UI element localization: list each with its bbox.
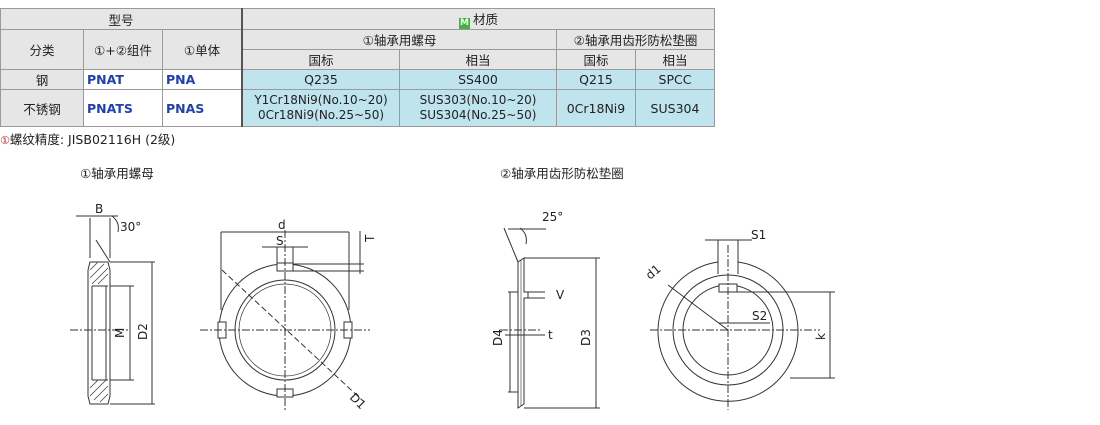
label-d1: d1: [643, 262, 664, 283]
thread-note: ①螺纹精度: JISB02116H (2级): [0, 129, 175, 148]
label-T: T: [363, 234, 377, 243]
nut-gb-stainless: Y1Cr18Ni9(No.10~20)0Cr18Ni9(No.25~50): [241, 89, 400, 127]
label-S1: S1: [751, 228, 766, 242]
nut-eq-stainless: SUS303(No.10~20)SUS304(No.25~50): [399, 89, 557, 127]
class-header: 分类: [0, 29, 84, 70]
label-S2: S2: [752, 309, 767, 323]
washer-eq-steel: SPCC: [635, 69, 715, 90]
washer-side-view: [500, 227, 600, 409]
label-D4: D4: [491, 329, 505, 346]
label-B: B: [95, 202, 103, 216]
caption-nut: ①轴承用螺母: [80, 166, 154, 181]
label-D3: D3: [579, 329, 593, 346]
nut-eq-header: 相当: [399, 49, 557, 70]
washer-header: ②轴承用齿形防松垫圈: [556, 29, 715, 50]
label-D2: D2: [136, 323, 150, 340]
single-header: ①单体: [162, 29, 243, 70]
label-angle25: 25°: [542, 210, 563, 224]
note-marker-icon: ①: [0, 134, 10, 147]
nut-side-view: [70, 215, 155, 405]
class-steel: 钢: [0, 69, 84, 90]
model-header: 型号: [0, 8, 243, 30]
label-S: S: [276, 234, 284, 248]
nut-header: ①轴承用螺母: [241, 29, 557, 50]
label-angle30: 30°: [120, 220, 141, 234]
combo-header: ①+②组件: [83, 29, 163, 70]
label-V: V: [556, 288, 565, 302]
label-t: t: [548, 328, 553, 342]
washer-gb-stainless: 0Cr18Ni9: [556, 89, 636, 127]
label-D1: D1: [347, 390, 369, 412]
nut-gb-header: 国标: [241, 49, 400, 70]
code-pnat[interactable]: PNAT: [83, 69, 163, 90]
code-pnats[interactable]: PNATS: [83, 89, 163, 127]
material-badge-icon: M: [458, 18, 470, 29]
code-pnas[interactable]: PNAS: [162, 89, 243, 127]
label-M: M: [113, 328, 127, 338]
label-k: k: [814, 333, 828, 340]
nut-gb-steel: Q235: [241, 69, 400, 90]
nut-front-view: [200, 230, 370, 410]
caption-washer: ②轴承用齿形防松垫圈: [500, 166, 624, 181]
label-d: d: [278, 218, 286, 232]
washer-front-view: [650, 239, 835, 410]
nut-eq-steel: SS400: [399, 69, 557, 90]
washer-eq-stainless: SUS304: [635, 89, 715, 127]
note-text: 螺纹精度: JISB02116H (2级): [9, 132, 176, 147]
class-stainless: 不锈钢: [0, 89, 84, 127]
